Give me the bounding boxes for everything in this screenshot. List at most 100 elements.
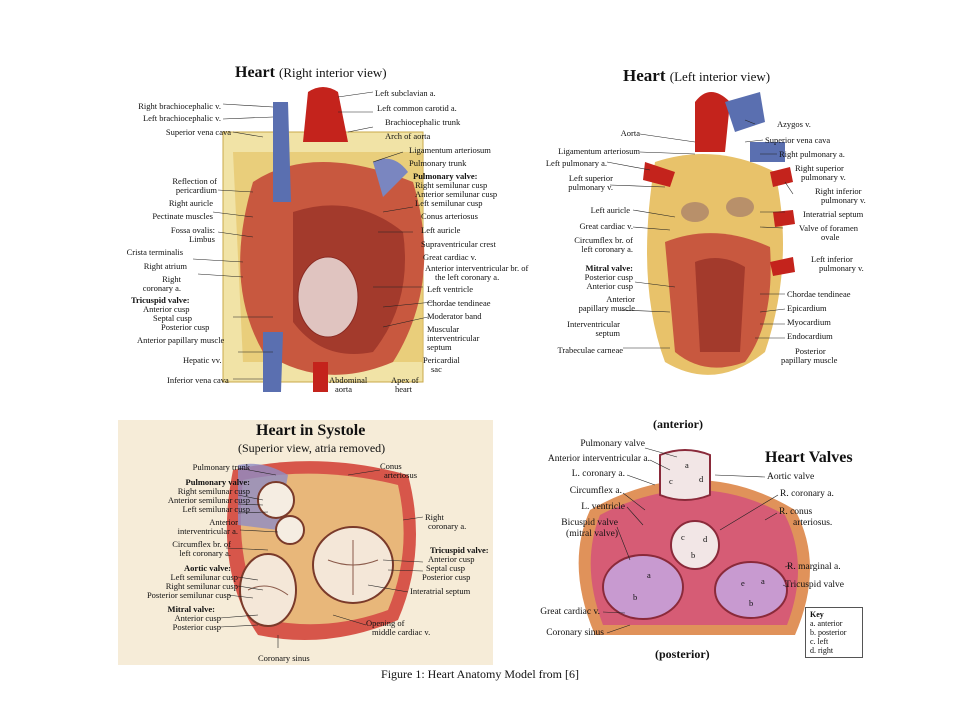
label: Posterior cusp — [422, 572, 471, 582]
label: Tricuspid valve: — [131, 295, 190, 305]
panel-systole: Heart in Systole (Superior view, atria r… — [118, 420, 493, 665]
label: Left common carotid a. — [377, 103, 457, 113]
label: Anterior cusp — [428, 554, 475, 564]
label: Pulmonary valve: — [413, 171, 478, 181]
label: Reflection of — [172, 176, 217, 186]
label: Left ventricle — [427, 284, 474, 294]
panel-valves-bottom: (posterior) — [655, 647, 710, 661]
label: Inferior vena cava — [167, 375, 229, 385]
label: Anterior — [606, 294, 635, 304]
label: R. marginal a. — [787, 562, 841, 572]
label: Left inferior — [811, 254, 853, 264]
label: Opening of — [366, 618, 405, 628]
label: Endocardium — [787, 331, 833, 341]
key-item: d. right — [810, 646, 834, 655]
panel-left-subtitle: (Left interior view) — [669, 69, 771, 84]
label: Abdominal — [329, 375, 368, 385]
label: Conus — [380, 461, 402, 471]
label: Circumflex br. of — [574, 235, 633, 245]
label: Brachiocephalic trunk — [385, 117, 461, 127]
label: Anterior interventricular br. of — [425, 263, 529, 273]
label: Interatrial septum — [410, 586, 471, 596]
panel-right-subtitle: (Right interior view) — [278, 65, 387, 80]
label: L. coronary a. — [571, 469, 625, 479]
cusp-letter: e — [741, 578, 745, 588]
key-item: b. posterior — [810, 628, 847, 637]
cusp-letter: a — [685, 460, 689, 470]
label: sac — [431, 364, 442, 374]
cusp-letter: d — [699, 474, 704, 484]
label: interventricular — [427, 333, 480, 343]
label: Left subclavian a. — [375, 88, 436, 98]
label: papillary muscle — [781, 355, 838, 365]
cusp-letter: b — [749, 598, 754, 608]
panel-systole-subtitle: (Superior view, atria removed) — [238, 441, 386, 455]
label: R. coronary a. — [780, 489, 834, 499]
valves-key: Key a. anterior b. posterior c. left d. … — [805, 607, 863, 658]
label: Circumflex a. — [569, 486, 622, 496]
label: Posterior cusp — [584, 272, 633, 282]
panel-right-interior: Heart (Right interior view) Right brachi… — [123, 62, 543, 402]
label: Right brachiocephalic v. — [138, 101, 221, 111]
label: Anterior papillary muscle — [137, 335, 225, 345]
label: Pulmonary trunk — [409, 158, 467, 168]
label: Pulmonary trunk — [192, 462, 250, 472]
panel-valves: (anterior) Heart Valves (posterior) a d … — [495, 415, 890, 665]
label: Crista terminalis — [126, 247, 183, 257]
label: Left superior — [568, 173, 613, 183]
label: Anterior cusp — [586, 281, 633, 291]
label: Hepatic vv. — [183, 355, 222, 365]
label: Interventricular — [567, 319, 620, 329]
label: Left auricle — [590, 205, 630, 215]
label: pulmonary v. — [568, 182, 613, 192]
label: left coronary a. — [581, 244, 633, 254]
label: Chordae tendineae — [427, 298, 491, 308]
label: Tricuspid valve: — [430, 545, 489, 555]
panel-valves-title: Heart Valves — [765, 449, 853, 466]
label: Aortic valve: — [184, 563, 231, 573]
label: Superior vena cava — [765, 135, 831, 145]
label: Ligamentum arteriosum — [558, 146, 640, 156]
label: pericardium — [175, 185, 217, 195]
label: Left auricle — [421, 225, 461, 235]
label: Right — [425, 512, 444, 522]
panel-systole-title: Heart in Systole — [256, 422, 366, 439]
label: Muscular — [427, 324, 460, 334]
label: Septal cusp — [426, 563, 465, 573]
label: Right pulmonary a. — [779, 149, 845, 159]
label: Chordae tendineae — [787, 289, 851, 299]
label: Pericardial — [423, 355, 460, 365]
label: Moderator band — [427, 311, 482, 321]
panel-right-title: Heart (Right interior view) — [235, 64, 387, 82]
label: Right inferior — [815, 186, 862, 196]
cusp-letter: b — [691, 550, 696, 560]
label: Left semilunar cusp — [182, 504, 250, 514]
panel-right-title-text: Heart — [235, 64, 275, 81]
label: (mitral valve) — [566, 529, 618, 539]
figure-caption: Figure 1: Heart Anatomy Model from [6] — [381, 667, 579, 681]
label: Left brachiocephalic v. — [142, 113, 221, 123]
label: Arch of aorta — [385, 131, 431, 141]
panel-left-interior: Heart (Left interior view) Aorta Ligamen… — [545, 62, 885, 402]
label: Aorta — [620, 128, 640, 138]
heart-left-interior-illustration — [606, 92, 795, 375]
label: Right — [162, 274, 181, 284]
label: pulmonary v. — [821, 195, 866, 205]
label: arteriosus — [384, 470, 418, 480]
label: Mitral valve: — [585, 263, 633, 273]
label: Posterior cusp — [161, 322, 210, 332]
label: Left pulmonary a. — [545, 158, 607, 168]
label: Superior vena cava — [165, 127, 231, 137]
cusp-letter: a — [761, 576, 765, 586]
label: arteriosus. — [793, 518, 833, 528]
label: ovale — [821, 232, 840, 242]
label: left coronary a. — [179, 548, 231, 558]
label: Trabeculae carneae — [557, 345, 623, 355]
label: Ligamentum arteriosum — [409, 145, 491, 155]
label: Posterior cusp — [172, 622, 221, 632]
heart-systole-illustration — [118, 420, 493, 665]
cusp-letter: c — [669, 476, 673, 486]
label: papillary muscle — [578, 303, 635, 313]
cusp-letter: c — [681, 532, 685, 542]
key-item: c. left — [810, 637, 829, 646]
